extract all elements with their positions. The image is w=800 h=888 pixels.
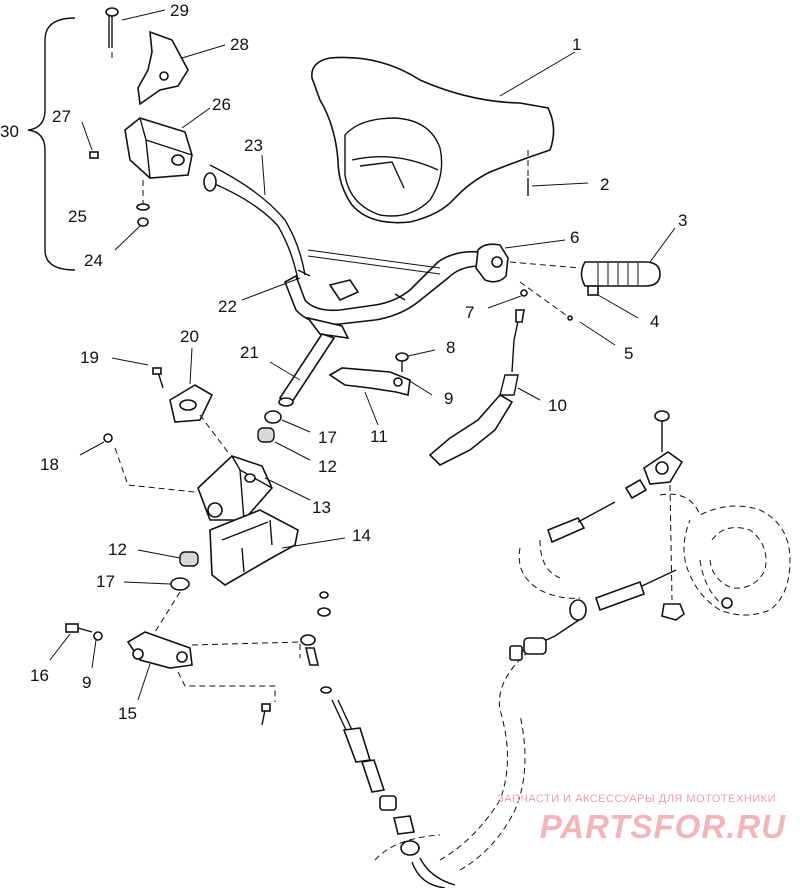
part-26-housing	[124, 107, 211, 179]
part-17-lower-washer	[123, 577, 190, 633]
part-22-clamp	[328, 279, 360, 302]
part-1-hood	[311, 51, 576, 224]
part-3-grip	[509, 227, 676, 287]
callout-labels: 29 28 30 27 26 25 24 23 22 1 2 3 6 7 4 5…	[0, 1, 687, 723]
part-18-nut	[79, 433, 196, 493]
callout-14: 14	[352, 526, 371, 545]
part-16-bolt	[49, 623, 93, 661]
part-17-washer	[264, 410, 311, 433]
part-23-cable	[203, 154, 306, 281]
callout-23: 23	[244, 136, 263, 155]
part-15-lever	[126, 631, 301, 726]
part-19-screw	[111, 357, 164, 389]
part-8-bolt	[395, 349, 436, 372]
part-11-bracket	[328, 367, 433, 426]
part-13-post	[197, 455, 311, 521]
part-12-bushing	[257, 427, 311, 461]
callout-2: 2	[600, 175, 609, 194]
part-6-switch-housing	[475, 239, 566, 283]
callout-11: 11	[370, 427, 388, 446]
part-10-throttle-lever	[428, 309, 541, 466]
part-4-plug	[587, 285, 639, 319]
callout-8: 8	[446, 338, 455, 357]
callout-5: 5	[624, 344, 633, 363]
watermark-caption: ЗАПЧАСТИ И АКСЕССУАРЫ ДЛЯ МОТОТЕХНИКИ	[497, 793, 776, 805]
part-2-screw	[527, 150, 589, 196]
callout-6: 6	[570, 228, 579, 247]
part-21-column	[269, 316, 350, 407]
part-5-pin	[519, 281, 616, 346]
part-29-bolt	[105, 7, 166, 62]
part-27-screw	[81, 121, 99, 159]
callout-24: 24	[84, 251, 103, 270]
part-20-plate	[169, 347, 231, 456]
part-9-lower-nut	[91, 631, 103, 669]
callout-15: 15	[118, 704, 137, 723]
callout-25: 25	[68, 207, 87, 226]
callout-29: 29	[170, 1, 189, 20]
part-25-washer	[136, 180, 150, 211]
callout-30: 30	[0, 122, 19, 141]
callout-20: 20	[180, 327, 199, 346]
callout-18: 18	[40, 455, 59, 474]
callout-22: 22	[218, 297, 237, 316]
handlebar	[241, 249, 493, 326]
callout-26: 26	[212, 95, 231, 114]
right-cable-route	[439, 410, 791, 871]
callout-12-upper: 12	[318, 457, 337, 476]
callout-28: 28	[230, 35, 249, 54]
callout-3: 3	[678, 211, 687, 230]
lower-cable-assembly	[300, 591, 456, 888]
part-14-base	[209, 509, 346, 586]
part-24-nut	[114, 217, 149, 251]
callout-17-upper: 17	[318, 428, 337, 447]
part-7-screw	[487, 289, 528, 309]
callout-16: 16	[30, 666, 49, 685]
callout-17-lower: 17	[96, 572, 115, 591]
callout-21: 21	[240, 343, 259, 362]
callout-10: 10	[548, 396, 567, 415]
watermark-logo: PARTSFOR.RU	[539, 808, 786, 845]
part-12-lower-bushing	[137, 549, 199, 567]
callout-4: 4	[650, 312, 659, 331]
callout-13: 13	[312, 498, 331, 517]
callout-7: 7	[465, 303, 474, 322]
callout-19: 19	[80, 348, 99, 367]
callout-1: 1	[572, 35, 581, 54]
callout-27: 27	[52, 107, 71, 126]
part-28-bracket	[137, 30, 226, 106]
callout-12-lower: 12	[108, 540, 127, 559]
callout-9: 9	[444, 389, 453, 408]
callout-9-lower: 9	[82, 673, 91, 692]
group-bracket	[27, 17, 76, 271]
